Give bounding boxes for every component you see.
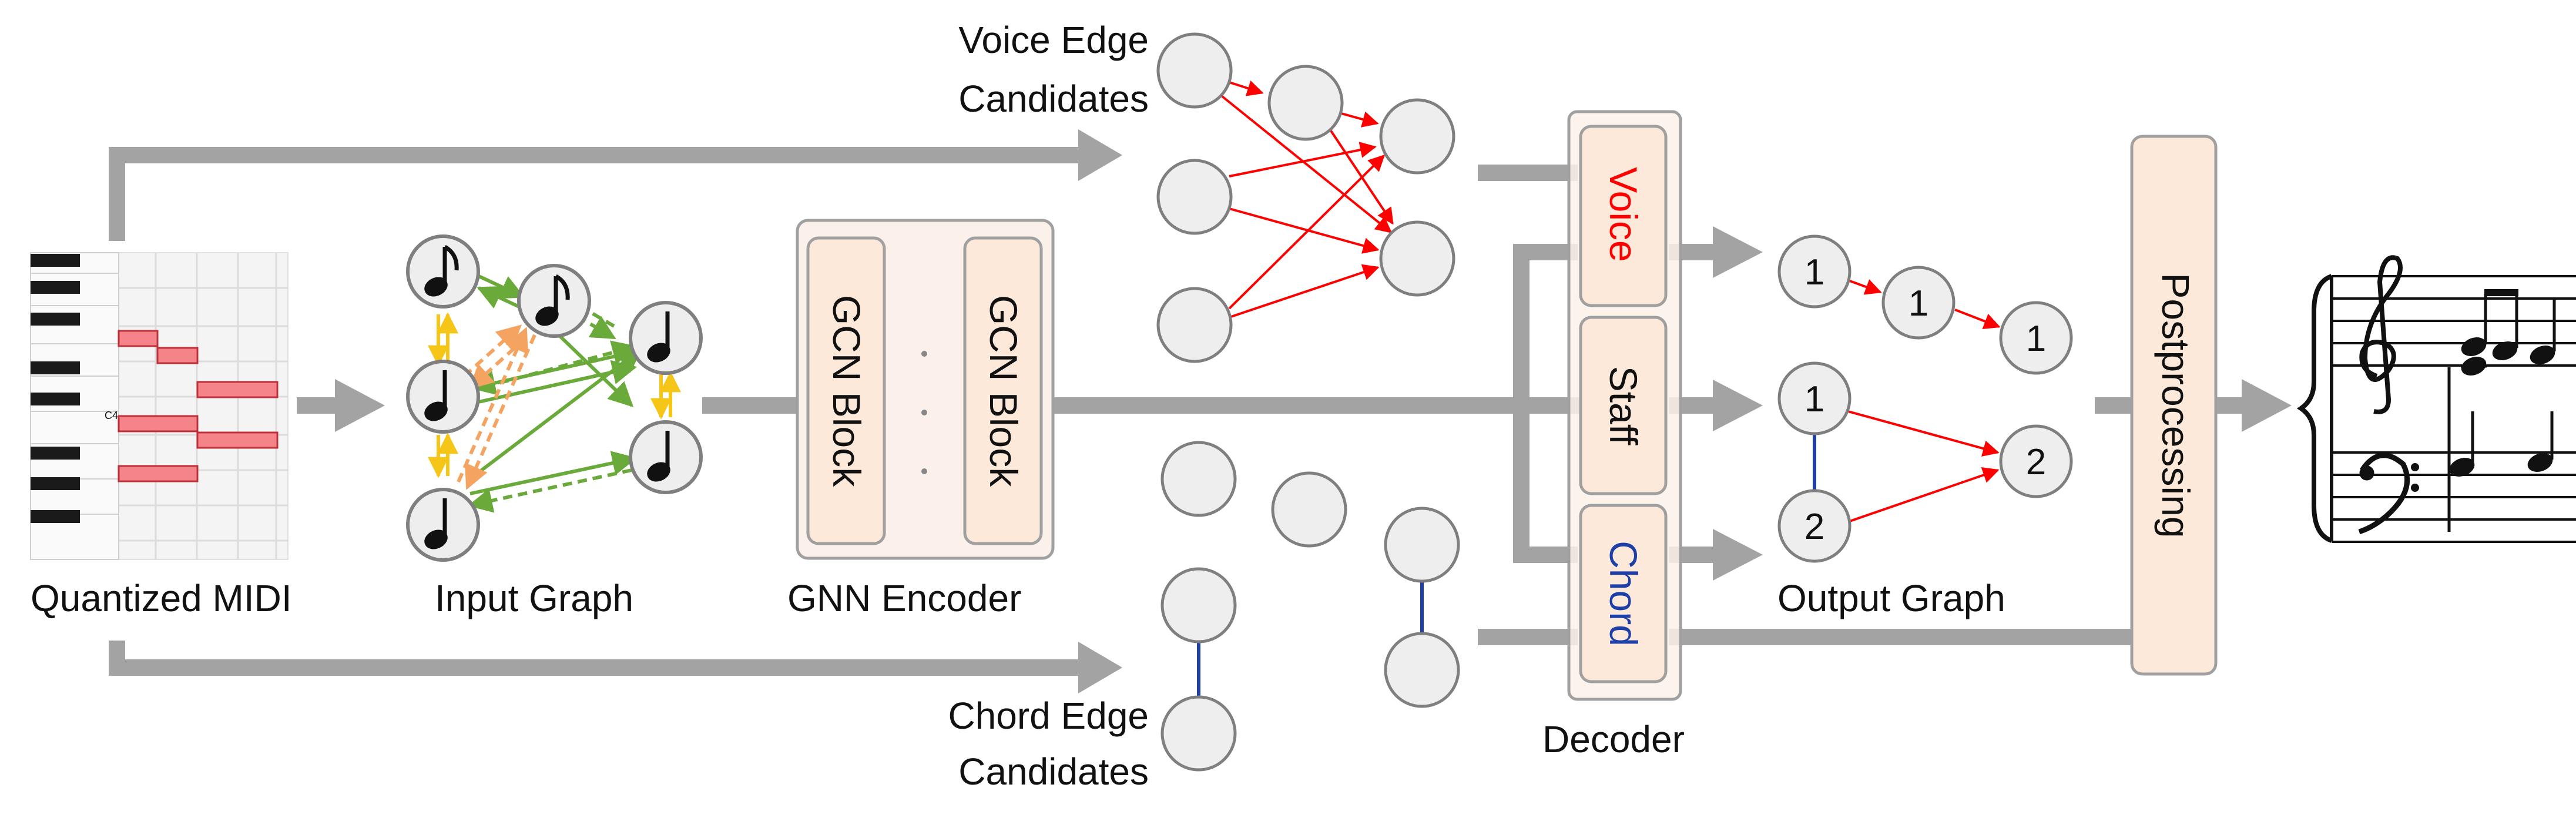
bass-clef-icon <box>2358 452 2419 535</box>
decoder-staff: Staff <box>1602 366 1645 445</box>
eighth-note-icon <box>424 244 459 297</box>
quarter-note-icon <box>424 370 448 421</box>
eighth-note-icon <box>535 274 570 326</box>
quarter-note-icon <box>647 311 670 363</box>
output-node: 2 <box>1804 507 1824 547</box>
input-graph <box>406 234 703 562</box>
output-node: 1 <box>1804 252 1824 293</box>
piano-keyboard-icon: C4 <box>30 252 289 560</box>
flow-arrows <box>109 129 2292 693</box>
voice-edge-label-2: Candidates <box>958 78 1149 120</box>
voice-edge-label-1: Voice Edge <box>958 19 1149 61</box>
decoder-voice: Voice <box>1602 167 1645 262</box>
output-node: 1 <box>1908 283 1928 324</box>
decoder-label: Decoder <box>1542 718 1685 760</box>
chord-edge-label-1: Chord Edge <box>948 695 1149 737</box>
voice-edge-candidates <box>1156 32 1455 363</box>
gnn-encoder: GCN Block GCN Block <box>796 219 1055 560</box>
midi-c4-label: C4 <box>105 410 118 421</box>
output-graph-label: Output Graph <box>1777 577 2005 619</box>
quarter-note-icon <box>647 431 670 482</box>
output-node: 2 <box>2026 442 2046 482</box>
gcn-block-2: GCN Block <box>982 295 1025 487</box>
chord-edge-candidates <box>1160 441 1460 772</box>
quantized-midi-label: Quantized MIDI <box>31 577 292 619</box>
postprocessing-box: Postprocessing <box>2130 135 2218 676</box>
score-output <box>2296 255 2576 543</box>
output-node: 1 <box>2026 319 2046 359</box>
output-graph: 1 1 1 1 2 2 <box>1777 234 2073 563</box>
gnn-encoder-label: GNN Encoder <box>787 577 1021 619</box>
quarter-note-icon <box>424 498 448 549</box>
decoder: Voice Staff Chord <box>1567 110 1682 701</box>
output-node: 1 <box>1804 379 1824 420</box>
dots-icon <box>921 351 927 474</box>
gcn-block-1: GCN Block <box>825 295 868 487</box>
chord-edge-label-2: Candidates <box>958 750 1149 793</box>
decoder-chord: Chord <box>1602 541 1645 646</box>
input-graph-label: Input Graph <box>435 577 633 619</box>
postprocessing-label: Postprocessing <box>2154 273 2198 538</box>
treble-clef-icon <box>2359 255 2403 414</box>
